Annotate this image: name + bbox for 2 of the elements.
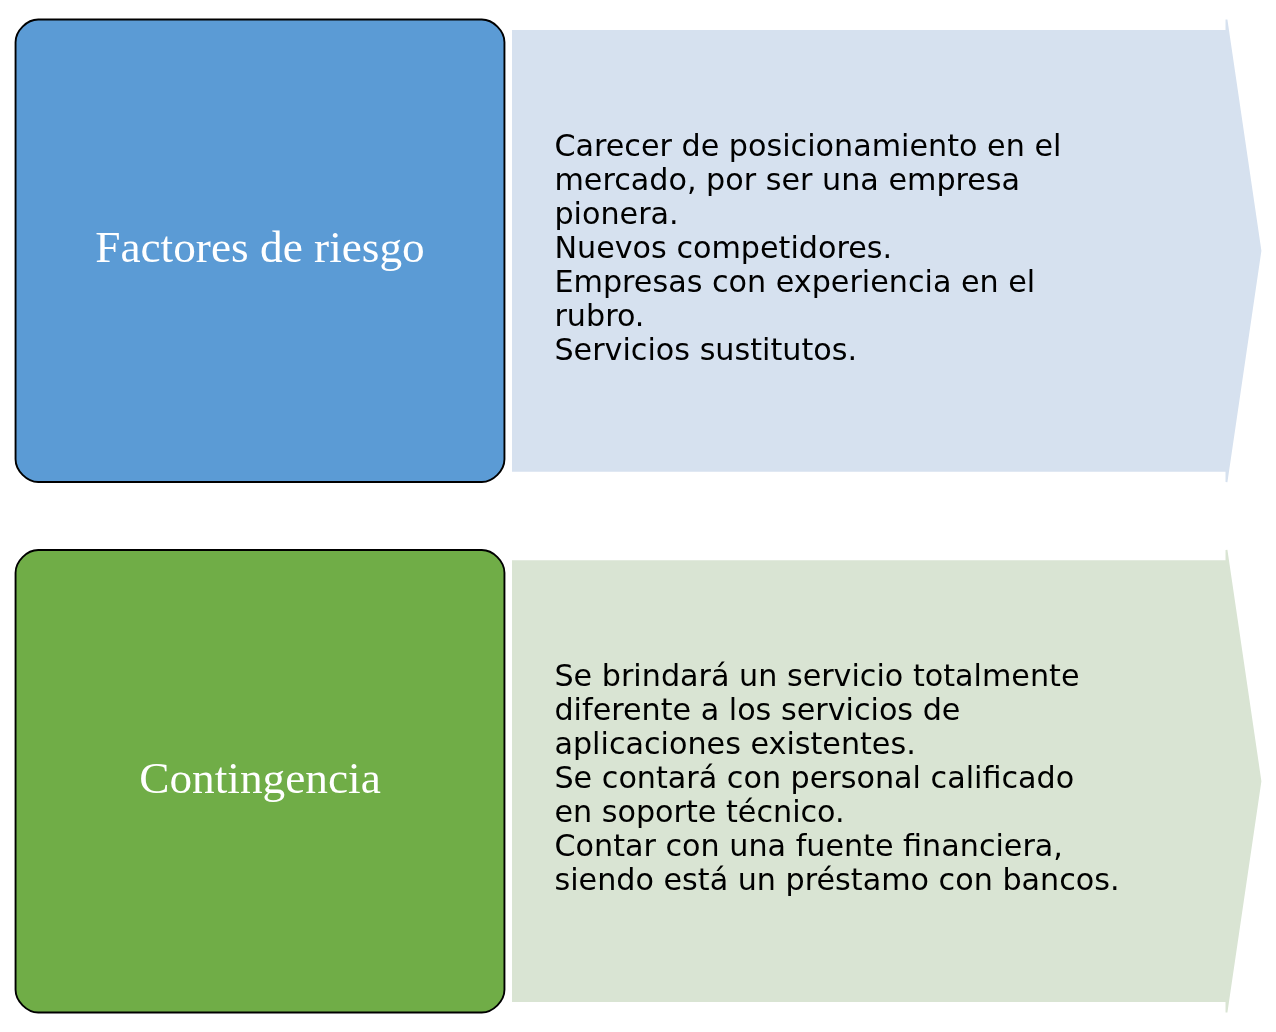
node-box: Contingencia [14,549,506,1014]
node-box: Factores de riesgo [14,18,506,483]
